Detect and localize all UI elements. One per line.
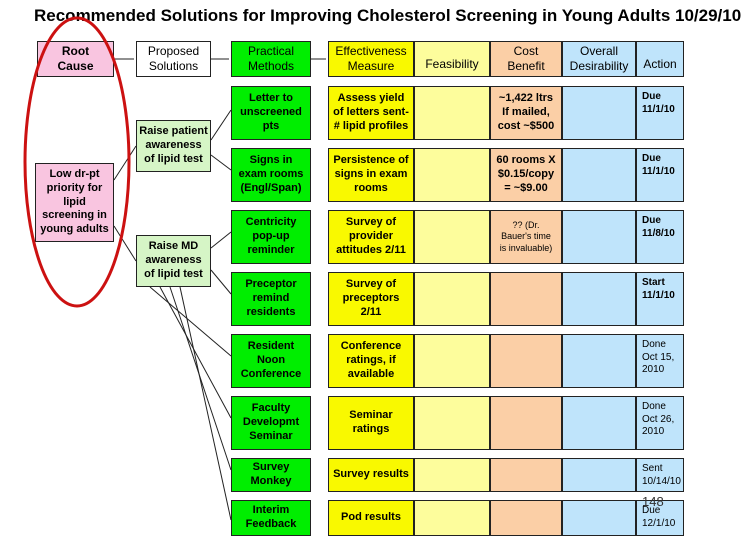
desirability-cell-6 <box>562 396 636 450</box>
line-root-to-md <box>113 225 137 262</box>
header-overall-desirability: Overall Desirability <box>562 41 636 77</box>
page-number: 148 <box>642 494 664 509</box>
feasibility-cell-2 <box>414 148 490 202</box>
method-cell-4: Preceptor remind residents <box>231 272 311 326</box>
cost-cell-1: ~1,422 ltrs If mailed, cost ~$500 <box>490 86 562 140</box>
line-md-to-row8 <box>179 286 232 521</box>
page-title: Recommended Solutions for Improving Chol… <box>34 6 741 25</box>
method-cell-1: Letter to unscreened pts <box>231 86 311 140</box>
measure-cell-8: Pod results <box>328 500 414 536</box>
measure-cell-3: Survey of provider attitudes 2/11 <box>328 210 414 264</box>
line-root-to-patient <box>113 145 137 181</box>
header-effectiveness-measure: Effectiveness Measure <box>328 41 414 77</box>
desirability-cell-8 <box>562 500 636 536</box>
measure-cell-4: Survey of preceptors 2/11 <box>328 272 414 326</box>
feasibility-cell-5 <box>414 334 490 388</box>
cost-cell-4 <box>490 272 562 326</box>
solution-patient-awareness: Raise patient awareness of lipid test <box>136 120 211 172</box>
desirability-cell-1 <box>562 86 636 140</box>
feasibility-cell-6 <box>414 396 490 450</box>
root-cause-box: Low dr-pt priority for lipid screening i… <box>35 163 114 242</box>
measure-cell-6: Seminar ratings <box>328 396 414 450</box>
line-patient-to-row2 <box>210 154 232 171</box>
line-md-to-row5 <box>149 286 232 357</box>
line-md-to-row6 <box>159 286 232 419</box>
action-cell-8: Due 12/1/10 <box>636 500 684 536</box>
method-cell-8: Interim Feedback <box>231 500 311 536</box>
header-action: Action <box>636 41 684 77</box>
desirability-cell-5 <box>562 334 636 388</box>
feasibility-cell-7 <box>414 458 490 492</box>
header-proposed-solutions: Proposed Solutions <box>136 41 211 77</box>
action-cell-4: Start 11/1/10 <box>636 272 684 326</box>
feasibility-cell-1 <box>414 86 490 140</box>
measure-cell-5: Conference ratings, if available <box>328 334 414 388</box>
line-patient-to-row1 <box>210 109 232 141</box>
desirability-cell-3 <box>562 210 636 264</box>
method-cell-5: Resident Noon Conference <box>231 334 311 388</box>
line-md-to-row3 <box>210 231 232 249</box>
cost-cell-6 <box>490 396 562 450</box>
cost-cell-3: ?? (Dr. Bauer's time is invaluable) <box>490 210 562 264</box>
cost-cell-2: 60 rooms X $0.15/copy = ~$9.00 <box>490 148 562 202</box>
desirability-cell-7 <box>562 458 636 492</box>
method-cell-2: Signs in exam rooms (Engl/Span) <box>231 148 311 202</box>
line-md-to-row4 <box>210 269 232 295</box>
measure-cell-2: Persistence of signs in exam rooms <box>328 148 414 202</box>
measure-cell-7: Survey results <box>328 458 414 492</box>
desirability-cell-2 <box>562 148 636 202</box>
measure-cell-1: Assess yield of letters sent- # lipid pr… <box>328 86 414 140</box>
connector-lines <box>23 16 326 521</box>
action-cell-6: Done Oct 26, 2010 <box>636 396 684 450</box>
cost-cell-7 <box>490 458 562 492</box>
header-cost-benefit: Cost Benefit <box>490 41 562 77</box>
feasibility-cell-8 <box>414 500 490 536</box>
method-cell-6: Faculty Developmt Seminar <box>231 396 311 450</box>
header-practical-methods: Practical Methods <box>231 41 311 77</box>
header-feasibility: Feasibility <box>414 41 490 77</box>
action-cell-1: Due 11/1/10 <box>636 86 684 140</box>
method-cell-7: Survey Monkey <box>231 458 311 492</box>
action-cell-5: Done Oct 15, 2010 <box>636 334 684 388</box>
feasibility-cell-3 <box>414 210 490 264</box>
action-cell-7: Sent 10/14/10 <box>636 458 684 492</box>
feasibility-cell-4 <box>414 272 490 326</box>
solution-md-awareness: Raise MD awareness of lipid test <box>136 235 211 287</box>
desirability-cell-4 <box>562 272 636 326</box>
red-circle-annotation <box>23 16 131 308</box>
cost-cell-8 <box>490 500 562 536</box>
cost-cell-5 <box>490 334 562 388</box>
action-cell-2: Due 11/1/10 <box>636 148 684 202</box>
action-cell-3: Due 11/8/10 <box>636 210 684 264</box>
method-cell-3: Centricity pop-up reminder <box>231 210 311 264</box>
